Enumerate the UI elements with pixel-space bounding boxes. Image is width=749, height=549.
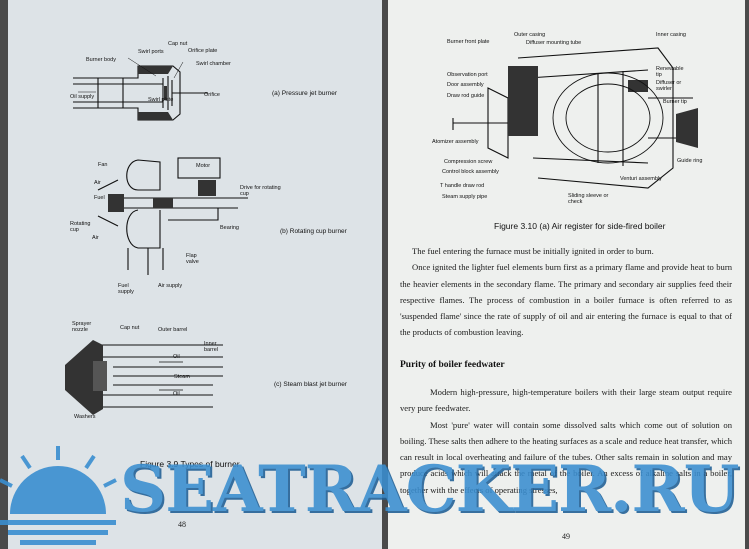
label-burner-body: Burner body: [86, 57, 116, 63]
caption-a: (a) Pressure jet burner: [272, 90, 338, 97]
label-air-top: Air: [94, 180, 101, 186]
label-atomizer-assembly: Atomizer assembly: [432, 139, 479, 145]
page-number-right: 49: [562, 532, 570, 541]
label-renewable-tip: Renewable tip: [656, 66, 684, 78]
label-sliding-sleeve: Sliding sleeve or check: [568, 193, 609, 205]
label-cap-nut-c: Cap nut: [120, 325, 140, 331]
label-outer-barrel: Outer barrel: [158, 327, 188, 333]
watermark-text: SEATRACKER.RU: [120, 452, 739, 527]
label-bearing: Bearing: [220, 225, 239, 231]
paragraph-3: Modern high-pressure, high-temperature b…: [400, 387, 732, 414]
label-cap-nut-a: Cap nut: [168, 41, 188, 47]
label-oil-supply-a: Oil supply: [70, 94, 95, 100]
caption-b: (b) Rotating cup burner: [280, 228, 347, 235]
figure-caption-right: Figure 3.10 (a) Air register for side-fi…: [494, 221, 666, 231]
label-flap-valve: Flap valve: [186, 253, 199, 265]
section-heading: Purity of boiler feedwater: [400, 360, 505, 370]
label-sprayer-nozzle: Sprayer nozzle: [72, 321, 92, 333]
label-diffuser-or-swirler: Diffuser or swirler: [656, 80, 682, 92]
label-washers: Washers: [74, 414, 96, 420]
steam-blast-burner-diagram: [65, 340, 223, 415]
body-text-block-2: Modern high-pressure, high-temperature b…: [400, 384, 732, 498]
label-burner-tip: Burner tip: [663, 99, 687, 105]
label-fuel: Fuel: [94, 195, 105, 201]
label-observation-port: Observation port: [447, 72, 488, 78]
label-orifice: Orifice: [204, 92, 220, 98]
label-t-handle-draw-rod: T handle draw rod: [440, 183, 485, 189]
label-diffuser-mounting-tube: Diffuser mounting tube: [526, 40, 582, 46]
label-swirl-plate: Swirl plate: [148, 97, 174, 103]
left-page: Burner body Swirl ports Cap nut Orifice …: [8, 0, 382, 549]
caption-c: (c) Steam blast jet burner: [274, 381, 347, 388]
label-swirl-chamber: Swirl chamber: [196, 61, 231, 67]
pressure-jet-burner-diagram: [73, 57, 208, 121]
paragraph-2: Once ignited the lighter fuel elements b…: [400, 262, 732, 338]
label-orifice-plate: Orifice plate: [188, 48, 218, 54]
label-compression-screw: Compression screw: [444, 159, 493, 165]
label-motor: Motor: [196, 163, 211, 169]
label-oil-top: Oil: [173, 354, 180, 360]
label-swirl-ports: Swirl ports: [138, 49, 164, 55]
label-air-bottom: Air: [92, 235, 99, 241]
page-number-left: 48: [178, 520, 186, 529]
label-door-assembly: Door assembly: [447, 82, 484, 88]
label-drive: Drive for rotating cup: [240, 185, 281, 197]
paragraph-1: The fuel entering the furnace must be in…: [412, 246, 654, 256]
air-register-diagram: [452, 47, 698, 189]
right-page: Burner front plate Outer casing Diffuser…: [388, 0, 745, 549]
figure-caption-left: Figure 3.9 Types of burner: [140, 459, 240, 469]
label-oil-bottom: Oil: [173, 391, 180, 397]
label-air-supply: Air supply: [158, 283, 183, 289]
label-control-block-assembly: Control block assembly: [442, 169, 499, 175]
label-outer-casing: Outer casing: [514, 32, 546, 38]
label-guide-ring: Guide ring: [677, 158, 703, 164]
label-fuel-supply: Fuel supply: [118, 283, 134, 295]
label-rotating-cup: Rotating cup: [70, 221, 91, 233]
label-venturi-assembly: Venturi assembly: [620, 176, 662, 182]
label-burner-front-plate: Burner front plate: [447, 39, 490, 45]
label-fan: Fan: [98, 162, 108, 168]
label-draw-rod-guide: Draw rod guide: [447, 93, 485, 99]
label-inner-barrel: Inner barrel: [204, 341, 219, 353]
label-steam-supply-pipe: Steam supply pipe: [442, 194, 488, 200]
label-steam: Steam: [174, 374, 190, 380]
paragraph-4: Most 'pure' water will contain some diss…: [400, 419, 732, 495]
body-text-block-1: The fuel entering the furnace must be in…: [400, 243, 732, 341]
rotating-cup-burner-diagram: [97, 157, 248, 275]
label-inner-casing: Inner casing: [656, 32, 686, 38]
